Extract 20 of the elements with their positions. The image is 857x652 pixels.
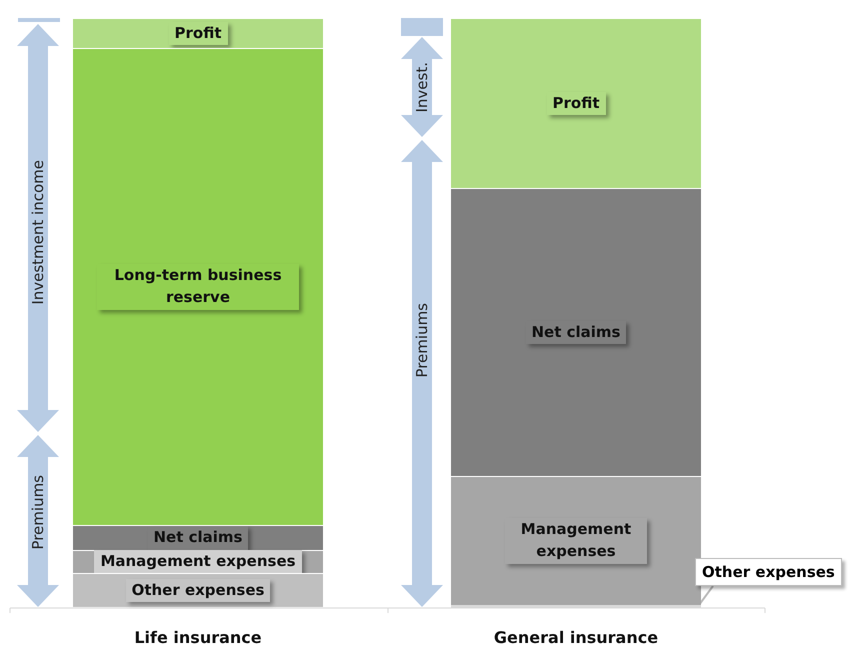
segment-label: Profit: [546, 92, 606, 116]
segment-label: Net claims: [526, 320, 626, 344]
segment-label: Profit: [168, 22, 228, 46]
bar-segment: [451, 18, 701, 188]
callout-label: Other expenses: [695, 558, 842, 586]
bar-segment: [451, 605, 701, 608]
bar-segment: [73, 48, 323, 525]
segment-label: Net claims: [148, 526, 248, 550]
segment-label: Management expenses: [505, 518, 647, 564]
segment-label: Long-term business reserve: [97, 264, 299, 310]
bar-segment: [73, 573, 323, 607]
axis-category-label: Life insurance: [134, 628, 262, 647]
segment-label: Management expenses: [94, 550, 302, 574]
bar-segment: [451, 188, 701, 476]
bar-segment: [73, 18, 323, 48]
bar-segment: [451, 476, 701, 605]
bar-segment: [73, 550, 323, 573]
bar-segment: [73, 525, 323, 550]
axis-category-label: General insurance: [494, 628, 658, 647]
segment-label: Other expenses: [126, 578, 270, 602]
